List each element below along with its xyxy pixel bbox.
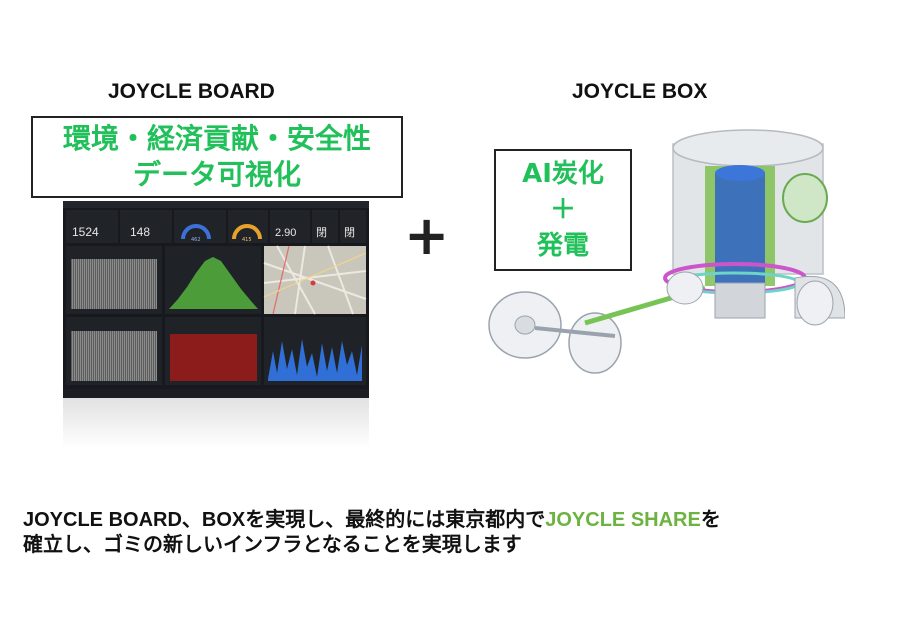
stat-value-1: 1524 [72,225,99,239]
box-title: JOYCLE BOX [572,80,708,103]
lower-box [714,282,766,319]
gauge-value-2: 415 [242,237,252,243]
box-callout-line3: 発電 [536,231,589,261]
dashboard-screenshot: 1524 148 462 415 2.90 閉 閉 [63,201,369,398]
dashboard-graphic: 1524 148 462 415 2.90 閉 閉 [63,201,369,398]
stat-value-4: 閉 [316,226,327,239]
gauge-blue [181,224,211,240]
board-title: JOYCLE BOARD [108,80,275,103]
stat-value-5: 閉 [344,226,355,239]
wheel-left [488,291,562,359]
plus-sign: + [404,204,450,267]
wheel-front [666,271,704,305]
gray-bar-chart-2 [71,331,157,381]
box-callout: AI炭化 ＋ 発電 [494,149,632,271]
board-callout-line2: データ可視化 [132,158,301,191]
joycle-share-highlight: JOYCLE SHARE [545,509,701,531]
gauge-value-1: 462 [191,237,201,243]
box-callout-line2: ＋ [549,195,576,225]
wheel-right [568,312,622,374]
summary-part1: JOYCLE BOARD、BOXを実現し、最終的には東京都内で [23,509,546,531]
side-port [782,173,828,223]
stat-value-2: 148 [130,225,150,239]
map-panel [263,245,367,315]
summary-text: JOYCLE BOARD、BOXを実現し、最終的には東京都内でJOYCLE SH… [23,508,883,558]
green-area-chart [169,257,258,309]
summary-part2: を [700,509,721,531]
blue-line-chart [268,339,362,381]
box-callout-line1: AI炭化 [522,159,604,189]
dashboard-reflection [63,398,369,448]
summary-line2: 確立し、ゴミの新しいインフラとなることを実現します [23,534,522,556]
wheel-rear [794,275,845,326]
summary-line1: JOYCLE BOARD、BOXを実現し、最終的には東京都内でJOYCLE SH… [23,508,883,533]
gauge-orange [232,224,262,240]
joycle-box-cad-drawing [488,129,845,374]
board-callout-line1: 環境・経済貢献・安全性 [62,122,371,155]
board-callout: 環境・経済貢献・安全性 データ可視化 [31,116,403,198]
gray-bar-chart-1 [71,259,157,309]
red-area-chart [170,334,257,381]
stat-value-3: 2.90 [275,227,296,239]
